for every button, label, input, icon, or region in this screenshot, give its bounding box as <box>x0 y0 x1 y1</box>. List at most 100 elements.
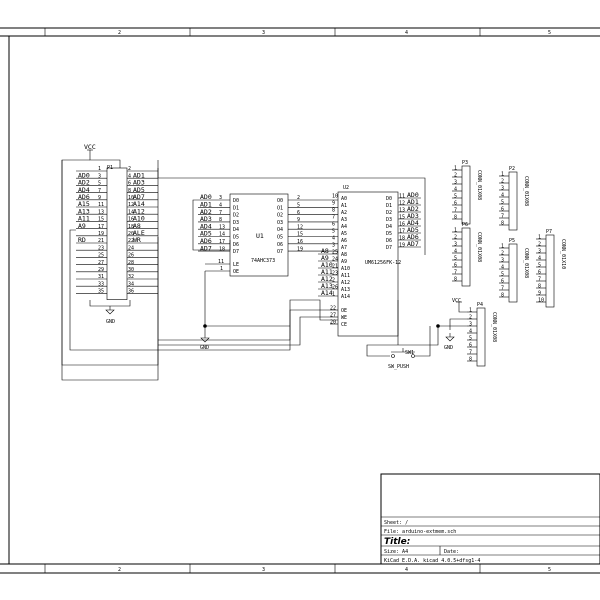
u2-pin-name: CE <box>341 322 347 328</box>
sw1-ref: SW1 <box>405 350 414 356</box>
u1-input-net-label: AD5 <box>200 230 212 238</box>
u2-pin-number: 12 <box>399 201 405 207</box>
header-pin-number: 8 <box>469 356 472 362</box>
p1-left-net-label: A11 <box>78 215 90 223</box>
header-value: CONN_01X08 <box>523 248 529 278</box>
title-sheet: Sheet: / <box>384 520 408 526</box>
u1-pin-number: 9 <box>297 217 300 223</box>
header-ref: P7 <box>546 229 552 235</box>
frame-col-label: 4 <box>405 567 408 573</box>
u1-input-net-label: AD2 <box>200 208 212 216</box>
junction-dot <box>436 324 440 328</box>
p1-pin-number: 32 <box>128 274 134 280</box>
header-pin-number: 6 <box>501 206 504 212</box>
u1-pin-number: 5 <box>297 203 300 209</box>
u2-pin-number: 5 <box>332 229 335 235</box>
u1-input-net-label: AD0 <box>200 193 212 201</box>
header-pin-number: 1 <box>538 234 541 240</box>
u1-input-net-label: AD7 <box>200 244 212 252</box>
u1-pin-name: O3 <box>277 220 283 226</box>
wire <box>89 156 121 168</box>
p1-right-net-label: A10 <box>133 215 145 223</box>
u2-pin-number: 18 <box>399 236 405 242</box>
u2-pin-number: 13 <box>399 208 405 214</box>
u2-pin-name: A7 <box>341 245 347 251</box>
u2-pin-number: 20 <box>330 320 336 326</box>
frame-col-label: 5 <box>548 30 551 36</box>
p1-pin-number: 2 <box>128 166 131 172</box>
gnd-symbol <box>105 309 115 315</box>
p1-pin-number: 10 <box>128 195 134 201</box>
u2-addr-net-label: A10 <box>321 261 333 269</box>
u1-pin-number: 1 <box>220 266 223 272</box>
header-body <box>508 171 518 231</box>
header-body <box>476 307 486 367</box>
u1-ref: U1 <box>256 232 264 240</box>
u1-pin-number: 12 <box>297 224 303 230</box>
header-ref: P2 <box>509 166 515 172</box>
u1-pin-name: O7 <box>277 249 283 255</box>
header-pin-number: 4 <box>454 248 457 254</box>
header-value: CONN_01X08 <box>523 176 529 206</box>
p1-left-net-label: AD2 <box>78 179 90 187</box>
header-pin-number: 1 <box>501 171 504 177</box>
u2-addr-net-label: A9 <box>321 254 329 262</box>
header-pin-number: 8 <box>538 283 541 289</box>
u2-pin-name: D0 <box>386 196 392 202</box>
p1-pin-number: 12 <box>128 202 134 208</box>
p1-left-net-label: AD6 <box>78 193 90 201</box>
header-pin-number: 6 <box>538 269 541 275</box>
u1-pin-number: 16 <box>297 239 303 245</box>
u2-pin-number: 21 <box>332 264 338 270</box>
wire <box>366 325 467 357</box>
u2-addr-net-label: A14 <box>321 289 333 297</box>
header-pin-number: 7 <box>538 276 541 282</box>
header-pin-number: 1 <box>454 165 457 171</box>
p1-right-net-label: ALE <box>133 229 145 237</box>
u2-pin-name: OE <box>341 308 347 314</box>
u2-pin-number: 26 <box>332 285 338 291</box>
header-ref: P6 <box>462 222 468 228</box>
p1-pin-number: 16 <box>128 217 134 223</box>
u2-pin-number: 2 <box>332 278 335 284</box>
u2-pin-name: D2 <box>386 210 392 216</box>
u1-input-net-label: AD1 <box>200 201 212 209</box>
u2-io-net-label: AD3 <box>407 212 419 220</box>
wire <box>158 316 330 346</box>
sw1-value: SW_PUSH <box>388 364 409 370</box>
u2-pin-name: A14 <box>341 294 350 300</box>
u2-pin-number: 19 <box>399 243 405 249</box>
u2-addr-net-label: A13 <box>321 282 333 290</box>
u2-pin-name: A6 <box>341 238 347 244</box>
u1-pin-name: D6 <box>233 242 239 248</box>
p1-right-net-label: AD7 <box>133 193 145 201</box>
header-pin-number: 2 <box>538 241 541 247</box>
bus-enclosure <box>61 160 159 381</box>
p1-pin-number: 26 <box>128 253 134 259</box>
p1-pin-number: 22 <box>128 238 134 244</box>
p1-pin-number: 6 <box>128 181 131 187</box>
u1-pin-name: O1 <box>277 205 283 211</box>
u2-pin-name: A8 <box>341 252 347 258</box>
u2-pin-name: A11 <box>341 273 350 279</box>
header-pin-number: 3 <box>454 179 457 185</box>
header-pin-number: 2 <box>454 234 457 240</box>
u2-addr-net-label: A12 <box>321 275 333 283</box>
u2-pin-number: 4 <box>332 236 335 242</box>
u1-input-net-label: AD4 <box>200 222 212 230</box>
frame-col-label: 3 <box>262 567 265 573</box>
u1-pin-number: 3 <box>219 195 222 201</box>
frame-col-label: 5 <box>548 567 551 573</box>
u2-pin-name: A12 <box>341 280 350 286</box>
p1-right-net-label: A14 <box>133 200 145 208</box>
sram-u2: U2 UM61256FK-12 A010A19A28A37A46A55A64A7… <box>318 185 421 337</box>
header-pin-number: 3 <box>501 185 504 191</box>
p1-pin-number: 21 <box>98 238 104 244</box>
u2-pin-name: A0 <box>341 196 347 202</box>
u1-pin-name: D5 <box>233 235 239 241</box>
p1-left-net-label: RD <box>78 236 86 244</box>
header-pin-number: 9 <box>538 290 541 296</box>
